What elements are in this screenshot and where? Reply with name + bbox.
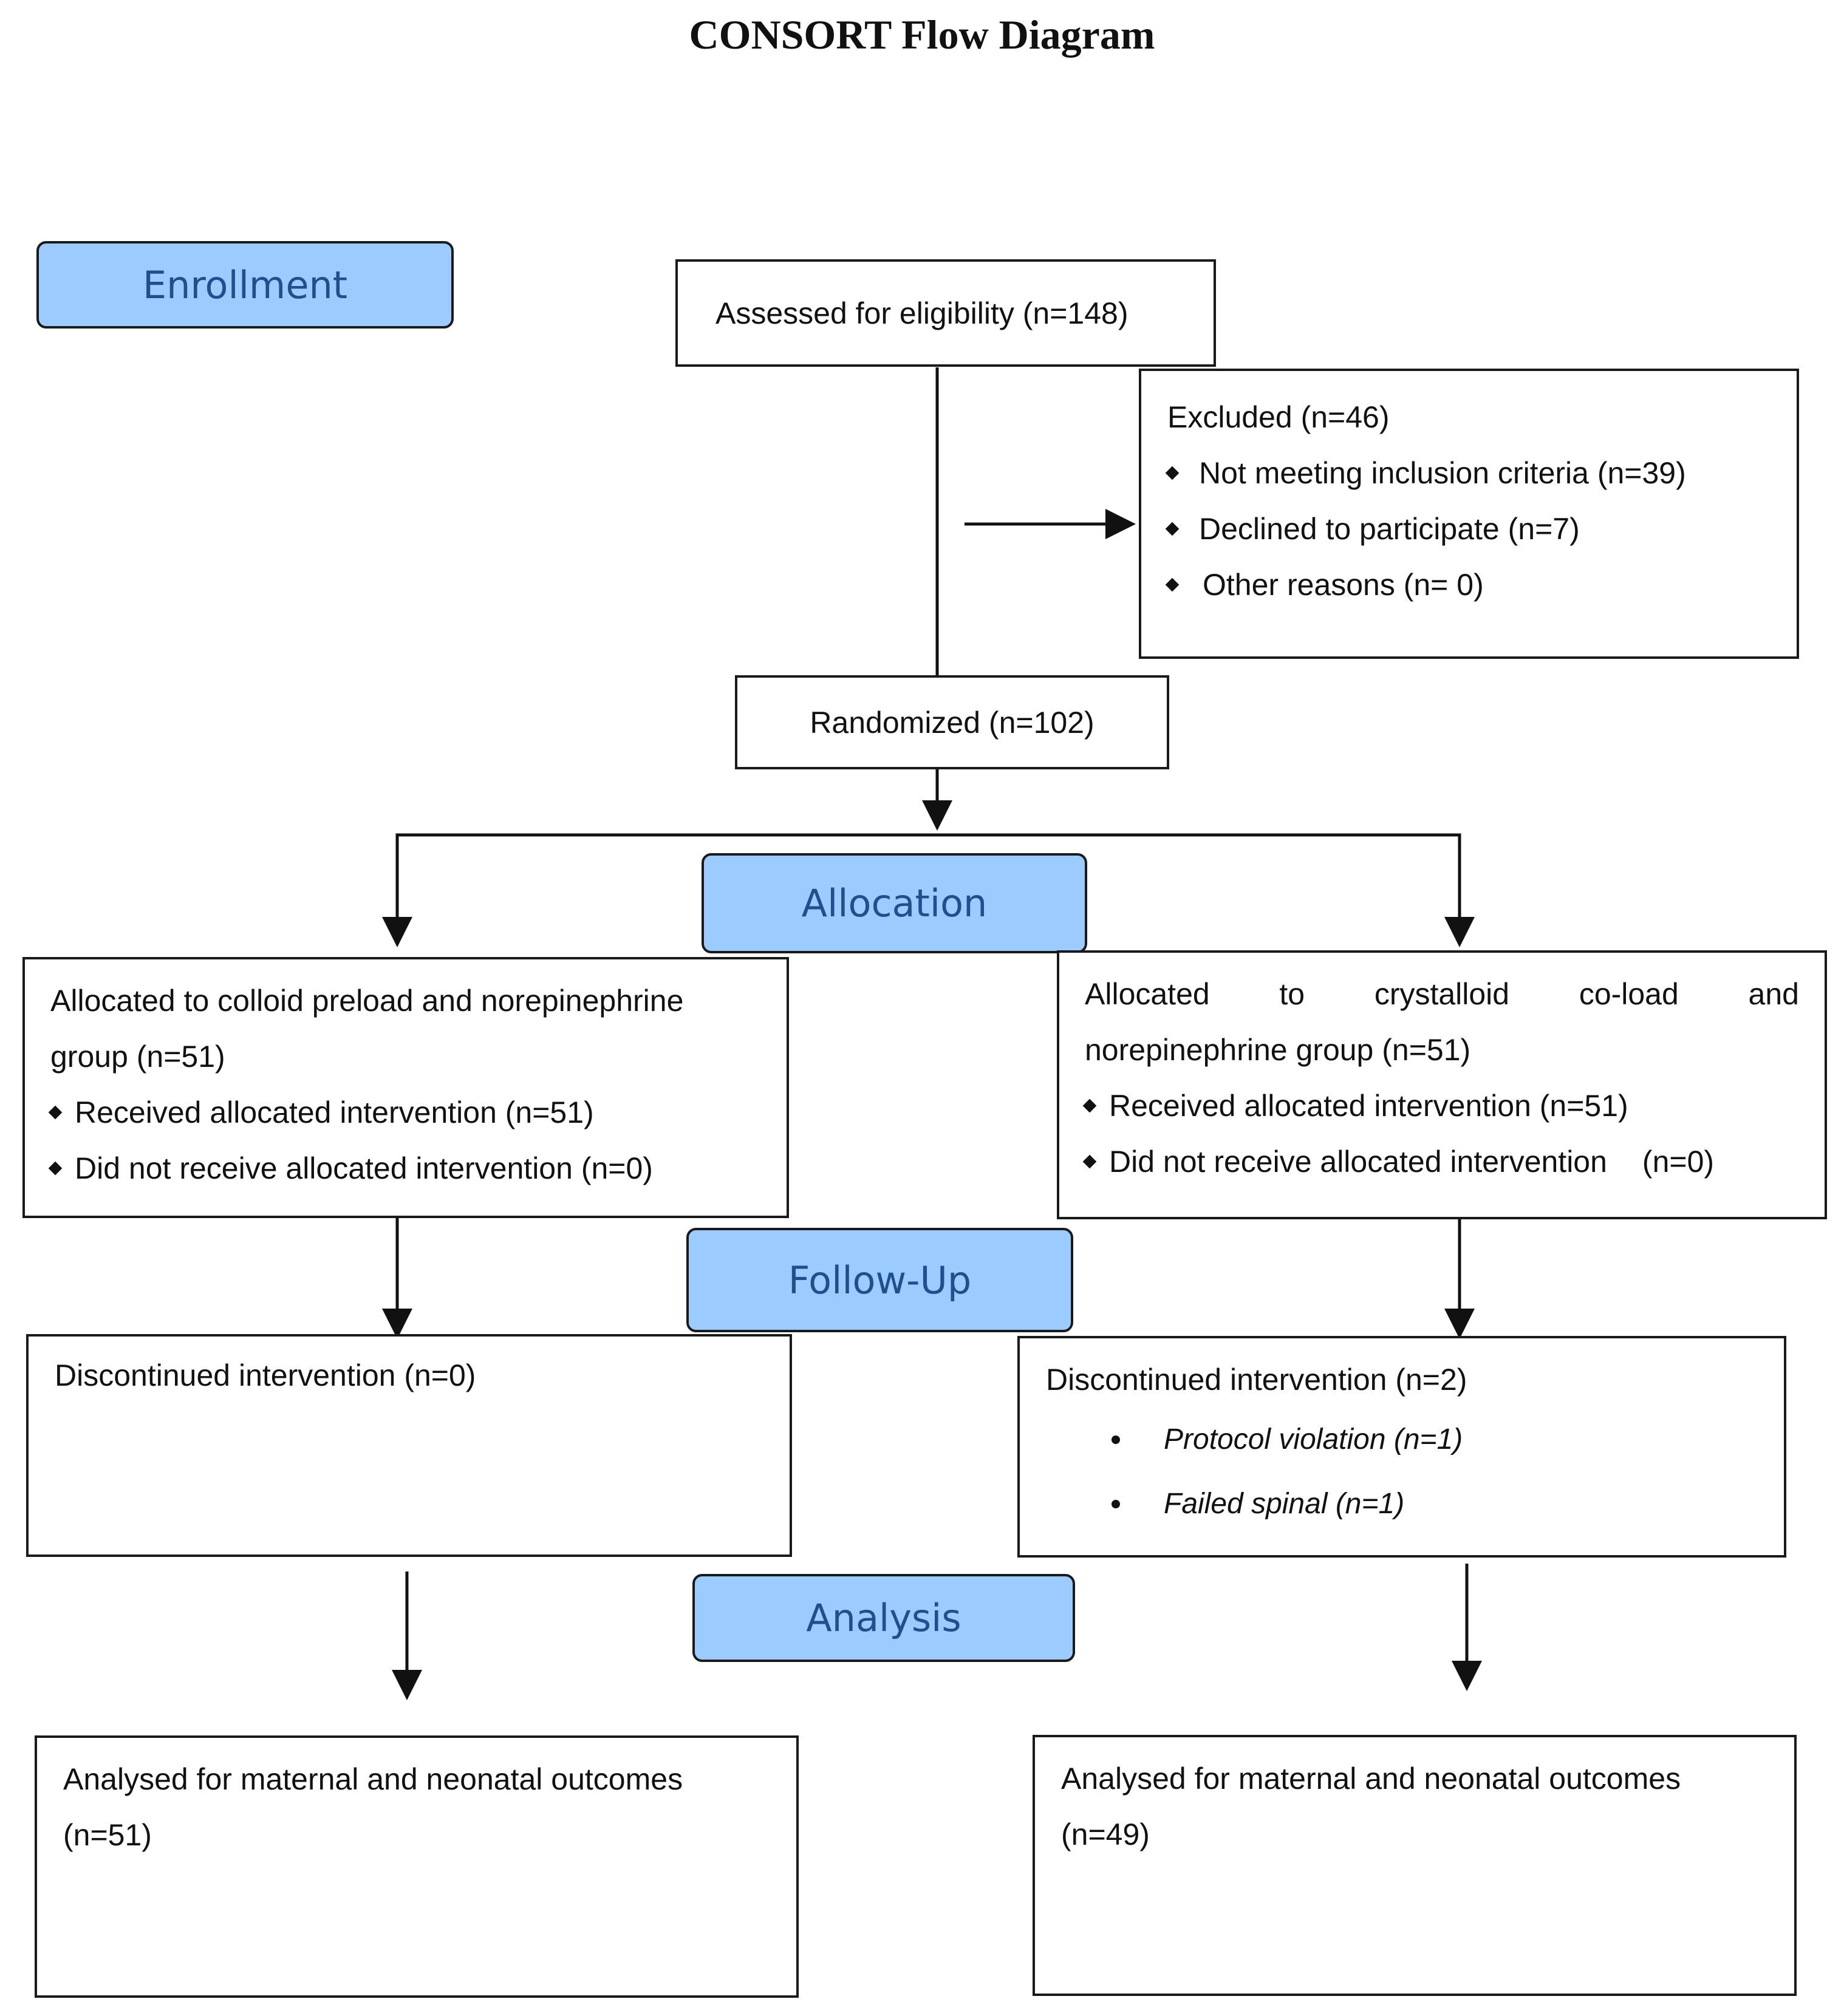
bullet-diamond-icon [1082,1098,1097,1113]
right-analysis-box: Analysed for maternal and neonatal outco… [1033,1735,1797,1996]
right-allocated-word: and [1748,977,1799,1011]
left-allocated-line2: group (n=51) [50,1040,225,1074]
right-analysed-line2: (n=49) [1061,1817,1150,1851]
right-reason-label: Protocol violation (n=1) [1164,1423,1463,1456]
stage-analysis: Analysis [692,1574,1075,1662]
right-not-received-count: (n=0) [1642,1145,1715,1179]
bullet-diamond-icon [48,1161,63,1176]
excluded-item: Other reasons (n= 0) [1165,557,1797,613]
excluded-item-label: Declined to participate (n=7) [1199,512,1580,546]
excluded-item-label: Other reasons (n= 0) [1203,568,1484,602]
randomized-text: Randomized (n=102) [810,705,1094,740]
stage-allocation: Allocation [702,853,1087,953]
left-not-received-label: Did not receive allocated intervention (… [75,1151,653,1185]
left-received-label: Received allocated intervention (n=51) [75,1095,594,1129]
assessed-text: Assessed for eligibility (n=148) [715,296,1129,330]
bullet-diamond-icon [48,1105,63,1120]
excluded-box: Excluded (n=46) Not meeting inclusion cr… [1139,369,1799,659]
assessed-box: Assessed for eligibility (n=148) [675,259,1216,367]
bullet-dot-icon [1112,1500,1120,1508]
excluded-item: Declined to participate (n=7) [1165,501,1797,557]
left-not-received-item: Did not receive allocated intervention (… [48,1140,787,1196]
right-allocated-word: co-load [1579,977,1679,1011]
stage-follow-up: Follow-Up [686,1228,1073,1332]
right-not-received-label: Did not receive allocated intervention [1109,1145,1607,1179]
right-discontinued-text: Discontinued intervention (n=2) [1046,1363,1467,1397]
stage-analysis-label: Analysis [806,1596,961,1640]
stage-follow-up-label: Follow-Up [788,1258,972,1303]
bullet-dot-icon [1112,1435,1120,1444]
right-received-label: Received allocated intervention (n=51) [1109,1089,1628,1123]
excluded-item-label: Not meeting inclusion criteria (n=39) [1199,456,1686,490]
diagram-title: CONSORT Flow Diagram [689,12,1155,58]
split-line [395,833,1475,947]
right-reason-label: Failed spinal (n=1) [1164,1488,1405,1520]
left-analysis-box: Analysed for maternal and neonatal outco… [35,1735,799,1998]
excluded-heading: Excluded (n=46) [1167,400,1390,434]
right-allocation-box: Allocated to crystalloid co-load and nor… [1057,950,1827,1219]
bullet-diamond-icon [1165,577,1180,592]
stage-enrollment-label: Enrollment [142,262,348,307]
excluded-item: Not meeting inclusion criteria (n=39) [1165,445,1797,501]
right-allocated-word: to [1279,977,1305,1011]
right-reason-item: Failed spinal (n=1) [1046,1472,1784,1536]
right-followup-box: Discontinued intervention (n=2) Protocol… [1017,1336,1786,1558]
left-allocation-box: Allocated to colloid preload and norepin… [22,957,789,1218]
bullet-diamond-icon [1165,466,1180,480]
right-allocated-word: crystalloid [1374,977,1510,1011]
right-not-received-item: Did not receive allocated intervention (… [1082,1134,1799,1190]
left-analysed-line2: (n=51) [63,1818,152,1852]
right-allocated-line2: norepinephrine group (n=51) [1085,1033,1471,1067]
right-analysed-line1: Analysed for maternal and neonatal outco… [1061,1762,1681,1796]
stage-enrollment: Enrollment [36,241,454,329]
right-received-item: Received allocated intervention (n=51) [1082,1078,1799,1134]
right-reason-item: Protocol violation (n=1) [1046,1408,1784,1472]
bullet-diamond-icon [1165,522,1180,536]
randomized-box: Randomized (n=102) [735,675,1169,769]
bullet-diamond-icon [1082,1154,1097,1169]
left-discontinued-text: Discontinued intervention (n=0) [55,1358,476,1392]
left-followup-box: Discontinued intervention (n=0) [26,1334,792,1557]
right-allocated-line1: Allocated to crystalloid co-load and [1085,966,1799,1022]
left-allocated-line1: Allocated to colloid preload and norepin… [50,984,684,1018]
left-analysed-line1: Analysed for maternal and neonatal outco… [63,1762,683,1796]
stage-allocation-label: Allocation [801,881,988,925]
right-allocated-word: Allocated [1085,977,1210,1011]
left-received-item: Received allocated intervention (n=51) [48,1085,787,1140]
